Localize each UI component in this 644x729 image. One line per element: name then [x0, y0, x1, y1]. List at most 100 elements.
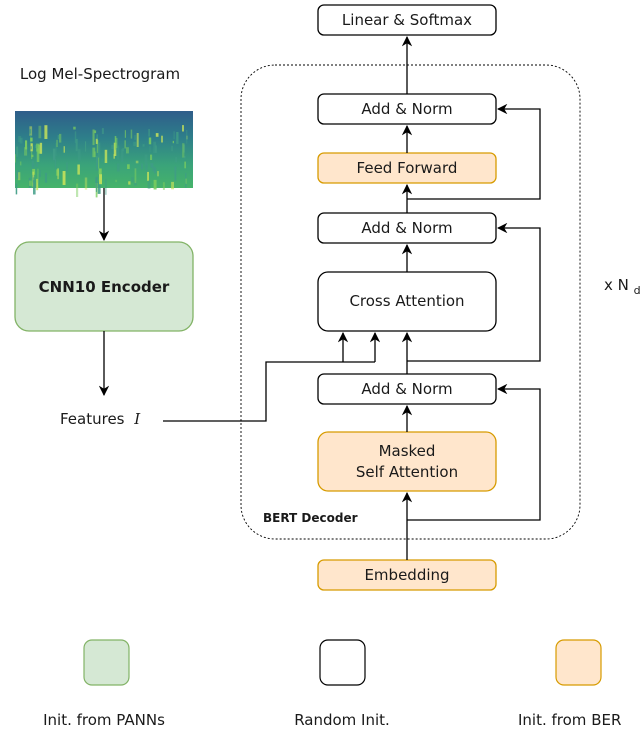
spectrogram-streak	[17, 172, 21, 181]
spectrogram-streak	[19, 161, 22, 166]
spectrogram-streak	[39, 170, 41, 177]
spectrogram-streak	[57, 168, 59, 180]
spectrogram-streak	[54, 158, 57, 170]
spectrogram-streak	[101, 128, 104, 134]
spectrogram-streak	[184, 161, 186, 169]
spectrogram-streak	[182, 125, 184, 132]
spectrogram-streak	[75, 138, 78, 152]
legend-item-panns: Init. from PANNs	[43, 639, 165, 729]
masked-self-attention-block: Masked Self Attention	[317, 431, 497, 492]
spectrogram-streak	[56, 139, 58, 147]
spectrogram-streak	[31, 154, 34, 158]
linear-softmax-block: Linear & Softmax	[317, 4, 497, 36]
spectrogram-streak	[15, 183, 18, 195]
spectrogram-streak	[77, 164, 80, 175]
spectrogram-streak	[36, 148, 40, 162]
spectrogram-streak	[92, 129, 95, 146]
spectrogram-streak	[121, 149, 124, 162]
spectrogram-streak	[96, 156, 99, 171]
spectrogram-streak	[30, 146, 32, 150]
spectrogram-streak	[44, 125, 48, 139]
feed-forward-block: Feed Forward	[317, 152, 497, 184]
spectrogram-streak	[142, 144, 145, 147]
bert-decoder-label: BERT Decoder	[263, 511, 358, 525]
spectrogram-streak	[172, 140, 174, 144]
spectrogram-streak	[24, 147, 28, 156]
spectrogram-streak	[96, 140, 99, 153]
spectrogram-streak	[153, 141, 157, 153]
spectrogram-streak	[147, 171, 149, 181]
spectrogram-streak	[77, 149, 81, 161]
embedding-label: Embedding	[364, 566, 449, 584]
spectrogram-streak	[66, 162, 68, 172]
spectrogram-streak	[183, 144, 186, 153]
spectrogram-streak	[62, 171, 66, 185]
spectrogram-streak	[153, 179, 157, 190]
spectrogram-streak	[101, 158, 103, 163]
spectrogram-streak	[131, 177, 134, 183]
spectrogram-streak	[92, 147, 96, 158]
spectrogram-streak	[96, 134, 98, 144]
spectrogram-streak	[149, 146, 151, 153]
spectrogram-image	[15, 111, 193, 198]
spectrogram-streak	[84, 177, 88, 190]
masked-self-attention-line2: Self Attention	[356, 463, 458, 481]
spectrogram-streak	[185, 178, 187, 184]
spectrogram-streak	[115, 179, 117, 183]
spectrogram-streak	[76, 183, 79, 197]
spectrogram-streak	[130, 129, 133, 139]
spectrogram-streak	[161, 135, 163, 143]
spectrogram-streak	[176, 132, 179, 144]
spectrogram-streak	[97, 142, 101, 158]
spectrogram-streak	[148, 137, 152, 145]
spectrogram-streak	[96, 176, 98, 181]
spectrogram-streak	[150, 163, 154, 168]
legend-label-bert: Init. from BER	[518, 711, 621, 729]
spectrogram-streak	[25, 140, 28, 150]
spectrogram-streak	[136, 133, 139, 147]
spectrogram-streak	[128, 181, 131, 185]
spectrogram-label: Log Mel-Spectrogram	[20, 65, 180, 83]
spectrogram-streak	[124, 130, 126, 138]
spectrogram-streak	[32, 177, 35, 183]
spectrogram-streak	[135, 160, 139, 164]
spectrogram-streak	[122, 148, 124, 152]
spectrogram-streak	[154, 167, 157, 174]
spectrogram-streak	[73, 126, 76, 130]
features-text: Features	[60, 410, 125, 428]
spectrogram-streak	[29, 129, 32, 134]
spectrogram-streak	[150, 154, 153, 160]
spectrogram-streak	[114, 136, 117, 150]
spectrogram-streak	[124, 140, 126, 149]
spectrogram-streak	[52, 148, 56, 161]
spectrogram-streak	[29, 180, 32, 186]
spectrogram-streak	[171, 181, 174, 190]
spectrogram-streak	[15, 154, 16, 163]
spectrogram-streak	[116, 163, 120, 172]
masked-self-attention-line1: Masked	[379, 442, 436, 460]
svg-text:Features I: Features I	[60, 410, 141, 428]
spectrogram-streak	[111, 144, 114, 149]
spectrogram-streak	[38, 125, 42, 139]
spectrogram-streak	[31, 160, 34, 167]
repeat-label: x N d	[604, 276, 641, 297]
spectrogram-streak	[162, 182, 165, 190]
spectrogram-streak	[63, 146, 65, 153]
spectrogram-streak	[157, 171, 159, 177]
spectrogram-streak	[39, 142, 43, 154]
spectrogram-streak	[173, 131, 175, 139]
spectrogram-streak	[57, 135, 59, 140]
spectrogram-streak	[95, 138, 98, 144]
spectrogram-streak	[36, 143, 39, 152]
spectrogram-streak	[33, 180, 36, 195]
cnn10-encoder-block: CNN10 Encoder	[14, 241, 194, 332]
spectrogram-streak	[183, 155, 186, 159]
spectrogram-streak	[19, 137, 23, 144]
spectrogram-streak	[36, 178, 39, 191]
cnn10-encoder-label: CNN10 Encoder	[39, 278, 170, 296]
legend-label-random: Random Init.	[294, 711, 390, 729]
legend-item-bert: Init. from BER	[518, 639, 621, 729]
spectrogram-streak	[105, 179, 107, 195]
spectrogram-streak	[134, 168, 137, 184]
